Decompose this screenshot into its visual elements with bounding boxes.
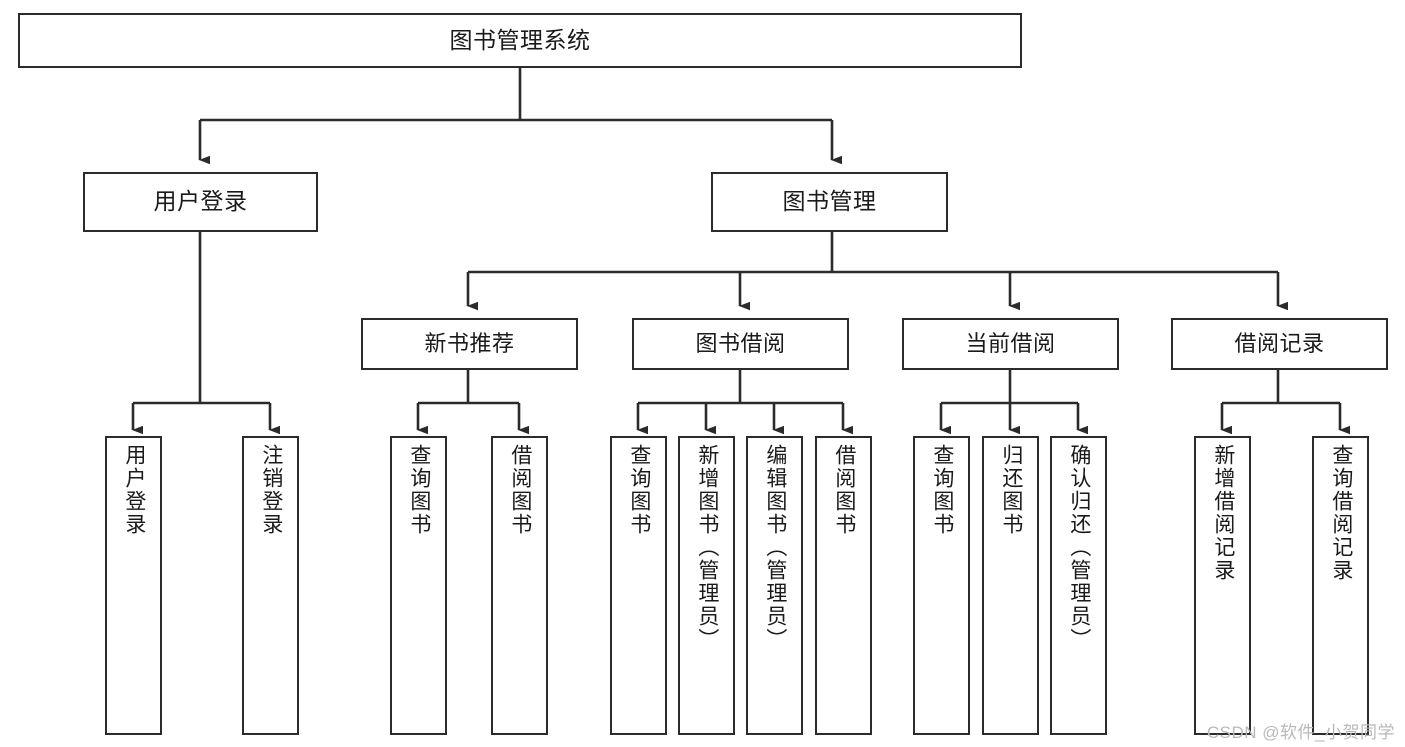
node-root-system[interactable]: 图书管理系统: [18, 13, 1022, 68]
node-label: 新增图书（管理员）: [695, 444, 719, 651]
node-label: 查询借阅记录: [1329, 444, 1353, 582]
leaf-user-login-signin[interactable]: 用户登录: [105, 436, 162, 735]
node-label: 图书管理系统: [449, 26, 591, 53]
leaf-borrow-record-add[interactable]: 新增借阅记录: [1194, 436, 1251, 735]
node-new-book-recommend[interactable]: 新书推荐: [361, 318, 578, 370]
leaf-book-borrow-borrow[interactable]: 借阅图书: [815, 436, 872, 735]
node-label: 图书借阅: [695, 330, 786, 356]
leaf-book-borrow-edit[interactable]: 编辑图书（管理员）: [746, 436, 803, 735]
leaf-book-borrow-query[interactable]: 查询图书: [610, 436, 667, 735]
node-label: 注销登录: [259, 444, 283, 536]
node-label: 新书推荐: [424, 330, 515, 356]
leaf-current-borrow-query[interactable]: 查询图书: [913, 436, 970, 735]
node-label: 借阅记录: [1234, 330, 1325, 356]
node-label: 借阅图书: [508, 444, 532, 536]
node-user-login[interactable]: 用户登录: [83, 172, 318, 232]
node-label: 新增借阅记录: [1211, 444, 1235, 582]
node-book-management[interactable]: 图书管理: [711, 172, 948, 232]
node-label: 用户登录: [122, 444, 146, 536]
node-current-borrow[interactable]: 当前借阅: [902, 318, 1119, 370]
node-label: 图书管理: [782, 188, 877, 215]
node-book-borrow[interactable]: 图书借阅: [632, 318, 849, 370]
leaf-current-borrow-return[interactable]: 归还图书: [982, 436, 1039, 735]
leaf-new-book-borrow[interactable]: 借阅图书: [491, 436, 548, 735]
leaf-borrow-record-query[interactable]: 查询借阅记录: [1312, 436, 1369, 735]
leaf-current-borrow-confirm-return[interactable]: 确认归还（管理员）: [1050, 436, 1107, 735]
node-label: 借阅图书: [832, 444, 856, 536]
node-borrow-record[interactable]: 借阅记录: [1171, 318, 1388, 370]
node-label: 归还图书: [999, 444, 1023, 536]
node-label: 当前借阅: [965, 330, 1056, 356]
leaf-new-book-query[interactable]: 查询图书: [390, 436, 447, 735]
leaf-user-login-signout[interactable]: 注销登录: [242, 436, 299, 735]
node-label: 查询图书: [930, 444, 954, 536]
node-label: 编辑图书（管理员）: [763, 444, 787, 651]
leaf-book-borrow-add[interactable]: 新增图书（管理员）: [678, 436, 735, 735]
node-label: 用户登录: [153, 188, 248, 215]
node-label: 查询图书: [627, 444, 651, 536]
node-label: 确认归还（管理员）: [1067, 444, 1091, 651]
node-label: 查询图书: [407, 444, 431, 536]
